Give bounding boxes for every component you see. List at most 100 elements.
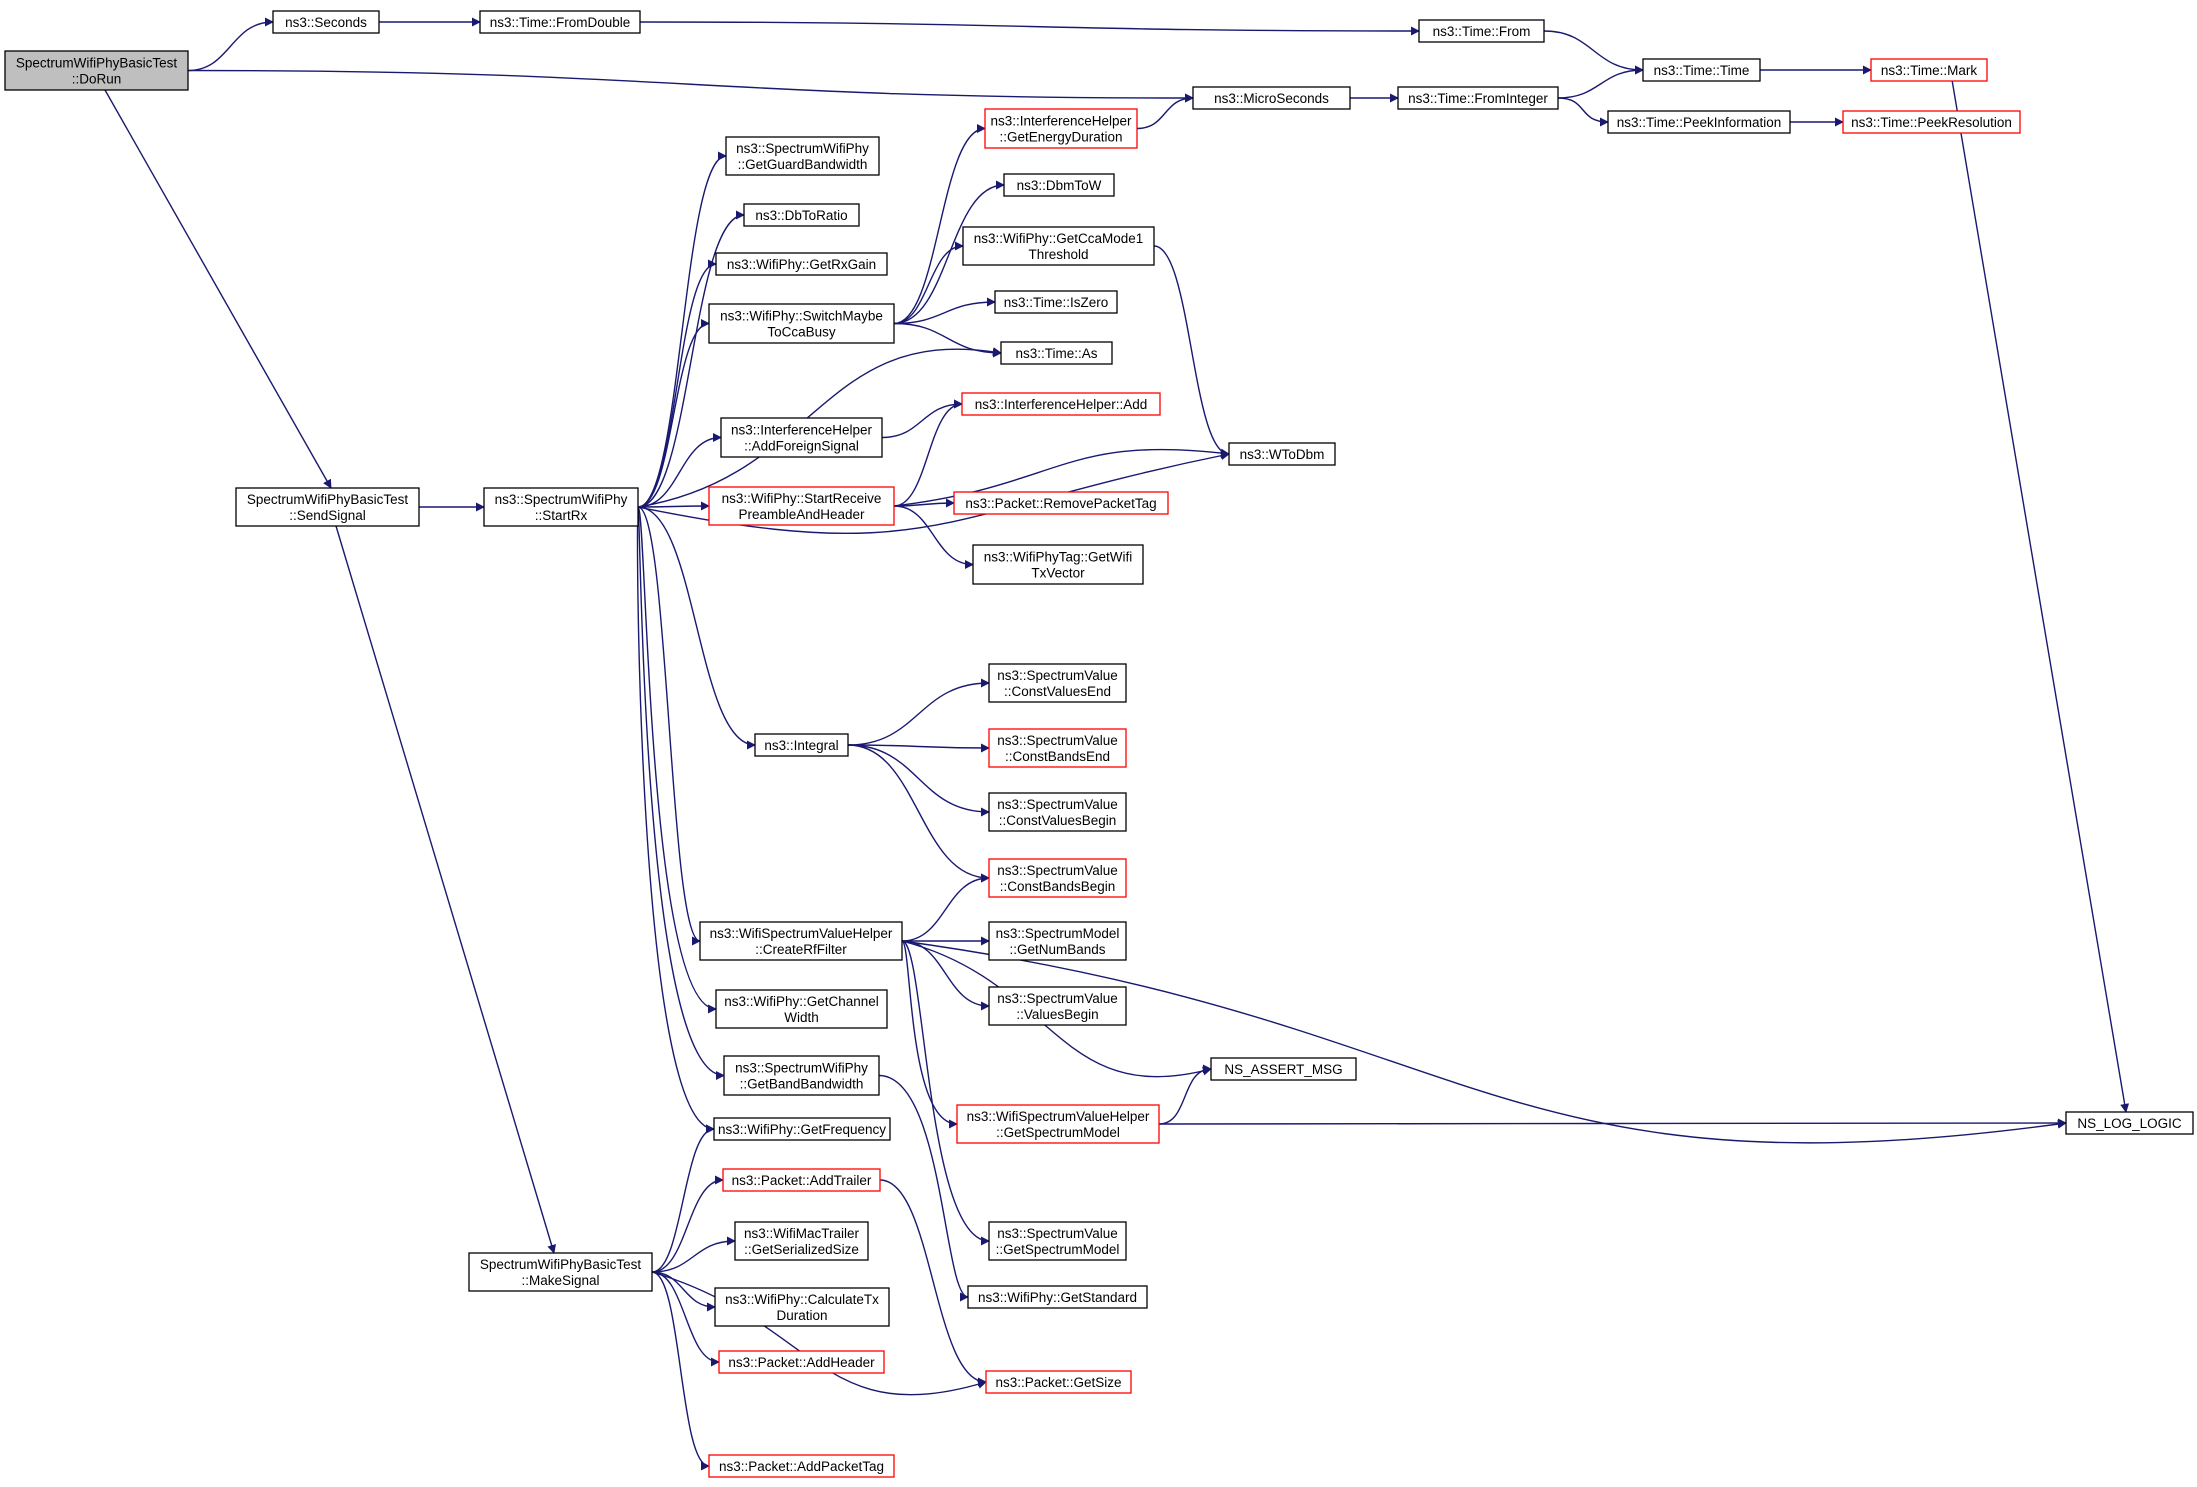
node-peekinfo[interactable]: ns3::Time::PeekInformation xyxy=(1607,110,1791,134)
edge-switchmaybe-to-iszero xyxy=(893,297,996,325)
node-label: NS_ASSERT_MSG xyxy=(1224,1062,1342,1077)
node-frominteger[interactable]: ns3::Time::FromInteger xyxy=(1397,86,1559,110)
node-label: ns3::SpectrumValue xyxy=(997,863,1118,878)
node-box xyxy=(754,733,849,757)
node-getstandard[interactable]: ns3::WifiPhy::GetStandard xyxy=(967,1285,1148,1309)
node-getenergy[interactable]: ns3::InterferenceHelper::GetEnergyDurati… xyxy=(984,108,1138,149)
node-addforeign[interactable]: ns3::InterferenceHelper::AddForeignSigna… xyxy=(720,417,883,458)
node-label: ::GetEnergyDuration xyxy=(999,130,1122,145)
node-getfreq[interactable]: ns3::WifiPhy::GetFrequency xyxy=(713,1117,891,1141)
node-dorun[interactable]: SpectrumWifiPhyBasicTest::DoRun xyxy=(4,50,189,91)
node-timeas[interactable]: ns3::Time::As xyxy=(1000,341,1113,365)
node-guardbw[interactable]: ns3::SpectrumWifiPhy::GetGuardBandwidth xyxy=(725,136,880,176)
node-assertmsg[interactable]: NS_ASSERT_MSG xyxy=(1210,1057,1357,1081)
node-valuesbegin[interactable]: ns3::SpectrumValue::ValuesBegin xyxy=(988,986,1127,1026)
node-box xyxy=(985,1370,1132,1394)
node-label: NS_LOG_LOGIC xyxy=(2077,1116,2182,1131)
node-box xyxy=(1192,86,1351,110)
node-label: ns3::MicroSeconds xyxy=(1214,91,1329,106)
node-getrxgain[interactable]: ns3::WifiPhy::GetRxGain xyxy=(715,252,888,276)
node-box xyxy=(956,1104,1160,1144)
node-label: ::ConstBandsBegin xyxy=(1000,879,1116,894)
edge-makesignal-to-mactrailer xyxy=(651,1236,736,1273)
edge-from-to-time xyxy=(1543,30,1644,75)
node-startrx[interactable]: ns3::SpectrumWifiPhy::StartRx xyxy=(483,487,639,527)
node-addpackettag[interactable]: ns3::Packet::AddPacketTag xyxy=(708,1454,895,1478)
edge-startreceive-to-ihadd xyxy=(893,399,963,507)
node-label: ::SendSignal xyxy=(289,508,366,523)
node-dbmtow[interactable]: ns3::DbmToW xyxy=(1003,173,1115,197)
node-box xyxy=(479,10,641,34)
node-box xyxy=(720,417,883,458)
node-removetag[interactable]: ns3::Packet::RemovePacketTag xyxy=(953,491,1169,515)
node-box xyxy=(988,986,1127,1026)
node-constvalend[interactable]: ns3::SpectrumValue::ConstValuesEnd xyxy=(988,663,1127,703)
edge-startreceive-to-wtodbm xyxy=(893,448,1230,507)
node-getsize[interactable]: ns3::Packet::GetSize xyxy=(985,1370,1132,1394)
edge-integral-to-constbandend xyxy=(847,743,990,753)
node-peekres[interactable]: ns3::Time::PeekResolution xyxy=(1842,110,2021,134)
node-from[interactable]: ns3::Time::From xyxy=(1418,19,1545,43)
node-box xyxy=(722,1168,881,1192)
node-loglogic[interactable]: NS_LOG_LOGIC xyxy=(2065,1111,2194,1135)
node-wsvhgetmodel[interactable]: ns3::WifiSpectrumValueHelper::GetSpectru… xyxy=(956,1104,1160,1144)
node-sendsignal[interactable]: SpectrumWifiPhyBasicTest::SendSignal xyxy=(235,487,420,527)
node-label: ::GetSerializedSize xyxy=(744,1242,859,1257)
node-addheader[interactable]: ns3::Packet::AddHeader xyxy=(718,1350,885,1374)
node-dbtoratio[interactable]: ns3::DbToRatio xyxy=(743,203,860,227)
node-svgetmodel[interactable]: ns3::SpectrumValue::GetSpectrumModel xyxy=(988,1221,1127,1261)
edge-frominteger-to-time xyxy=(1557,65,1644,99)
node-constbandbegin[interactable]: ns3::SpectrumValue::ConstBandsBegin xyxy=(988,858,1127,898)
node-box xyxy=(972,544,1144,585)
node-getnumbands[interactable]: ns3::SpectrumModel::GetNumBands xyxy=(988,921,1127,961)
node-constvalbegin[interactable]: ns3::SpectrumValue::ConstValuesBegin xyxy=(988,792,1127,832)
node-label: ::CreateRfFilter xyxy=(755,942,847,957)
node-startreceive[interactable]: ns3::WifiPhy::StartReceivePreambleAndHea… xyxy=(708,486,895,526)
node-mark[interactable]: ns3::Time::Mark xyxy=(1870,58,1988,82)
node-label: ns3::Packet::GetSize xyxy=(995,1375,1121,1390)
node-label: ns3::WifiMacTrailer xyxy=(744,1226,860,1241)
node-box xyxy=(715,252,888,276)
node-mactrailer[interactable]: ns3::WifiMacTrailer::GetSerializedSize xyxy=(734,1221,869,1261)
node-integral[interactable]: ns3::Integral xyxy=(754,733,849,757)
node-label: ns3::DbmToW xyxy=(1017,178,1102,193)
node-makesignal[interactable]: SpectrumWifiPhyBasicTest::MakeSignal xyxy=(468,1252,653,1292)
node-box xyxy=(1000,341,1113,365)
edge-startrx-to-getbandbw xyxy=(637,506,725,1080)
edge-getenergy-to-microseconds xyxy=(1136,93,1194,130)
node-ihadd[interactable]: ns3::InterferenceHelper::Add xyxy=(961,392,1161,416)
node-label: PreambleAndHeader xyxy=(738,507,865,522)
node-seconds[interactable]: ns3::Seconds xyxy=(272,10,380,34)
node-addtrailer[interactable]: ns3::Packet::AddTrailer xyxy=(722,1168,881,1192)
node-label: ::ConstValuesBegin xyxy=(999,813,1117,828)
node-constbandend[interactable]: ns3::SpectrumValue::ConstBandsEnd xyxy=(988,728,1127,768)
node-label: ::GetSpectrumModel xyxy=(996,1125,1120,1140)
edge-dorun-to-microseconds xyxy=(187,69,1194,103)
node-iszero[interactable]: ns3::Time::IsZero xyxy=(994,290,1118,314)
node-time[interactable]: ns3::Time::Time xyxy=(1642,58,1761,82)
node-label: ns3::Packet::AddPacketTag xyxy=(719,1459,884,1474)
edge-startrx-to-guardbw xyxy=(637,151,727,508)
node-microseconds[interactable]: ns3::MicroSeconds xyxy=(1192,86,1351,110)
node-label: ns3::SpectrumValue xyxy=(997,991,1118,1006)
node-getbandbw[interactable]: ns3::SpectrumWifiPhy::GetBandBandwidth xyxy=(723,1055,880,1096)
node-wtodbm[interactable]: ns3::WToDbm xyxy=(1228,442,1336,466)
node-createrf[interactable]: ns3::WifiSpectrumValueHelper::CreateRfFi… xyxy=(699,921,903,961)
node-box xyxy=(1642,58,1761,82)
node-fromdouble[interactable]: ns3::Time::FromDouble xyxy=(479,10,641,34)
node-label: ::AddForeignSignal xyxy=(744,439,859,454)
node-label: ns3::Time::Mark xyxy=(1881,63,1978,78)
node-label: ::DoRun xyxy=(72,72,122,87)
node-label: SpectrumWifiPhyBasicTest xyxy=(16,56,178,71)
node-label: ::GetGuardBandwidth xyxy=(738,157,868,172)
edges xyxy=(104,17,2130,1471)
node-box xyxy=(725,136,880,176)
edge-startrx-to-timeas xyxy=(637,347,1002,508)
node-label: ns3::WifiPhyTag::GetWifi xyxy=(984,550,1133,565)
